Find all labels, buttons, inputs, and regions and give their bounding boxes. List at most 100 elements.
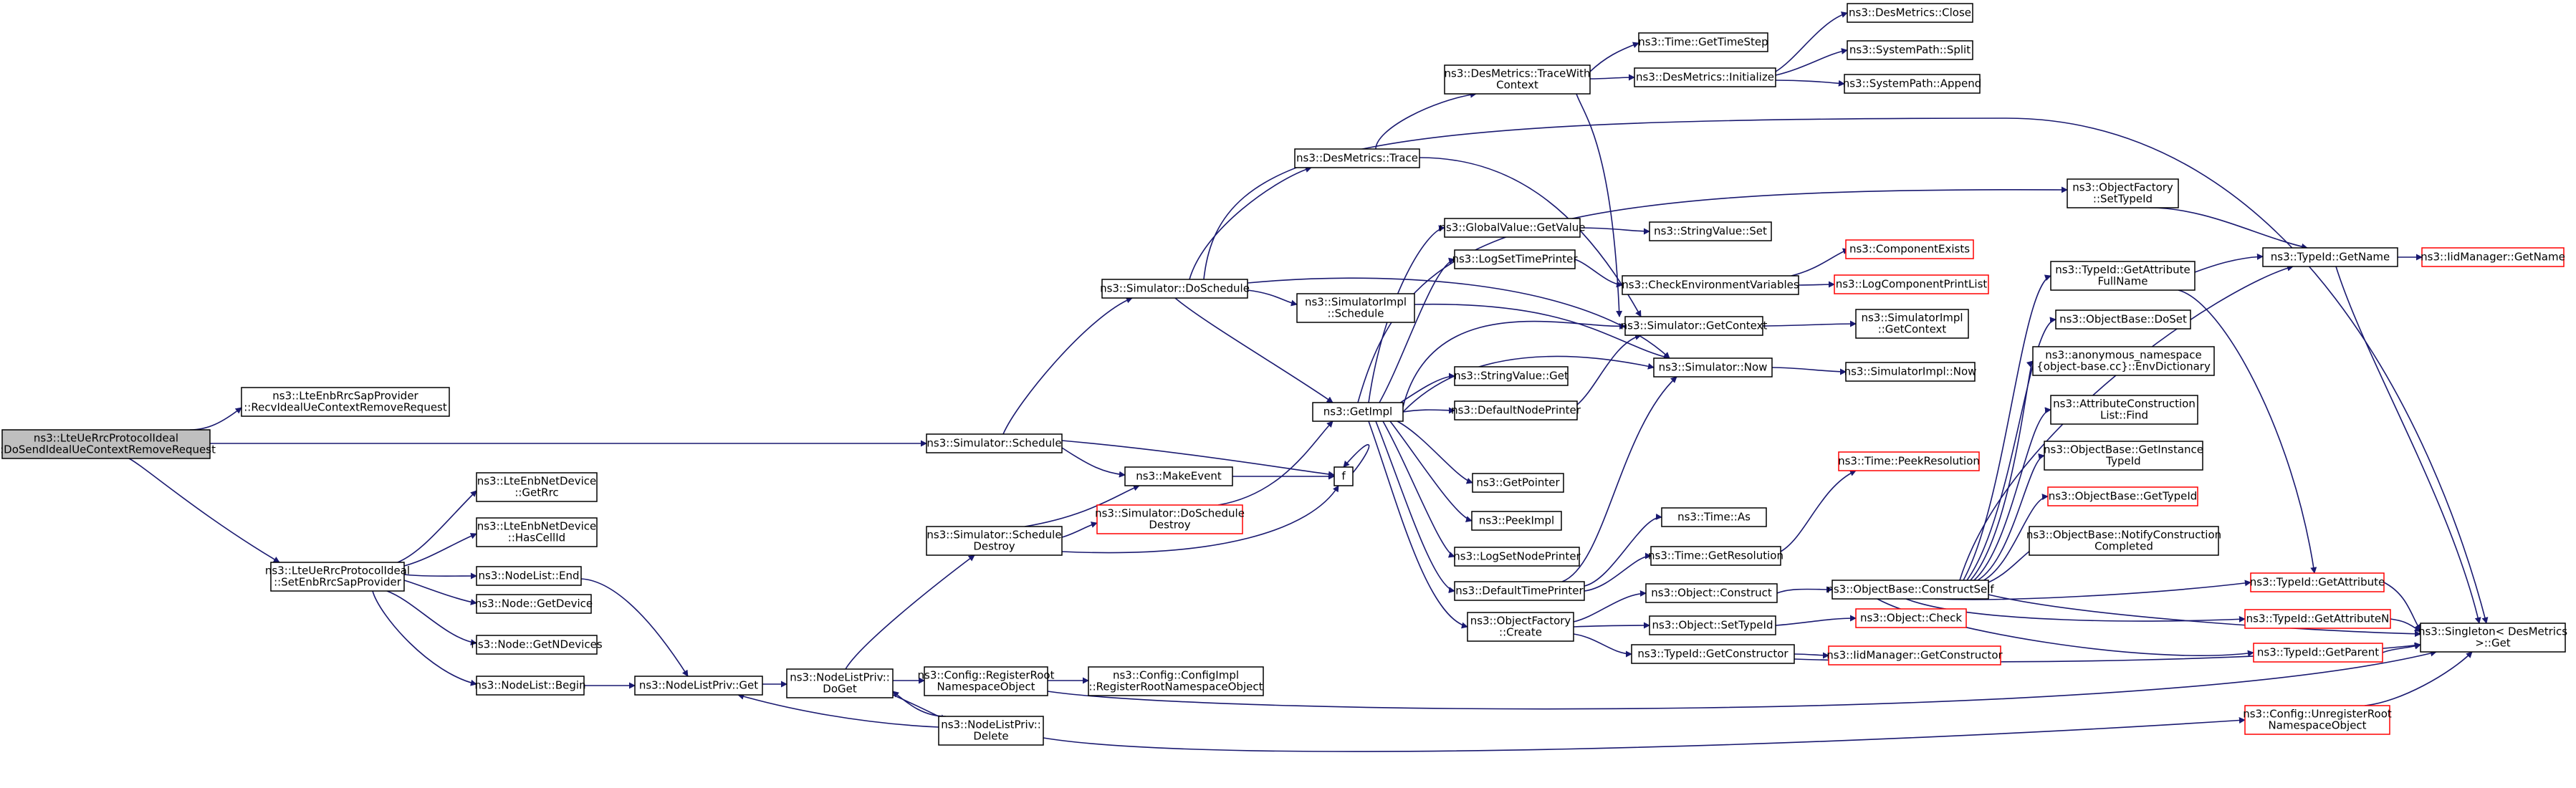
node-nlpdoget[interactable]: ns3::NodeListPriv::DoGet [786, 668, 894, 698]
node-label: TypeId [2105, 455, 2140, 468]
node-box [1834, 274, 1989, 294]
node-simimplgetctx[interactable]: ns3::SimulatorImpl::GetContext [1855, 309, 1969, 339]
node-label: ns3::GlobalValue::GetValue [1439, 221, 1585, 234]
node-strvalset[interactable]: ns3::StringValue::Set [1649, 221, 1772, 241]
node-label: ns3::Node::GetNDevices [471, 638, 602, 651]
edge-getimpl-to-peekimpl [1389, 421, 1473, 523]
node-timepeekres[interactable]: ns3::Time::PeekResolution [1838, 451, 1980, 471]
node-recv[interactable]: ns3::LteEnbRrcSapProvider::RecvIdealUeCo… [241, 387, 450, 417]
node-deftimepr[interactable]: ns3::DefaultTimePrinter [1454, 581, 1585, 601]
node-label: ns3::SystemPath::Append [1843, 77, 1982, 90]
node-label: ns3::ObjectBase::GetInstance [2044, 443, 2203, 456]
node-objfsettid[interactable]: ns3::ObjectFactory::SetTypeId [2067, 178, 2179, 208]
node-simimplnow[interactable]: ns3::SimulatorImpl::Now [1844, 362, 1977, 382]
node-getptr[interactable]: ns3::GetPointer [1472, 473, 1564, 493]
edge-tidgetafn-to-tidgetname [2194, 253, 2264, 273]
node-simdosched[interactable]: ns3::Simulator::DoSchedule [1100, 279, 1250, 299]
node-label: Completed [2094, 540, 2153, 553]
node-objbnotify[interactable]: ns3::ObjectBase::NotifyConstructionCompl… [2026, 526, 2221, 556]
node-logsetnp[interactable]: ns3::LogSetNodePrinter [1453, 547, 1581, 567]
node-nlpget[interactable]: ns3::NodeListPriv::Get [634, 676, 763, 696]
node-label: ::RecvIdealUeContextRemoveRequest [244, 401, 447, 414]
node-objbcs[interactable]: ns3::ObjectBase::ConstructSelf [1826, 580, 1994, 600]
node-label: ns3::StringValue::Set [1654, 225, 1767, 238]
node-objbdoset[interactable]: ns3::ObjectBase::DoSet [2055, 309, 2191, 330]
node-cfgreg[interactable]: ns3::Config::RegisterRootNamespaceObject [918, 666, 1055, 696]
node-tidgetname[interactable]: ns3::TypeId::GetName [2262, 247, 2398, 267]
node-cfgunreg[interactable]: ns3::Config::UnregisterRootNamespaceObje… [2243, 705, 2392, 735]
node-peekimpl[interactable]: ns3::PeekImpl [1471, 511, 1562, 531]
node-objcheck[interactable]: ns3::Object::Check [1855, 608, 1967, 628]
node-tidgetctor[interactable]: ns3::TypeId::GetConstructor [1631, 644, 1795, 664]
node-compexists[interactable]: ns3::ComponentExists [1845, 239, 1974, 259]
edge-seteps-to-hascell [403, 533, 477, 567]
node-iidgetctor[interactable]: ns3::IidManager::GetConstructor [1826, 645, 2003, 666]
node-label: >::Get [2475, 637, 2511, 650]
node-tidgetparent[interactable]: ns3::TypeId::GetParent [2253, 643, 2383, 663]
node-desmtrace[interactable]: ns3::DesMetrics::Trace [1294, 148, 1420, 168]
edge-seteps-to-nlend [403, 572, 477, 580]
node-getimpl[interactable]: ns3::GetImpl [1312, 402, 1404, 422]
node-label: ns3::NodeListPriv::Get [639, 679, 758, 692]
node-iidgetname[interactable]: ns3::IidManager::GetName [2421, 247, 2565, 267]
node-tidgetattrn[interactable]: ns3::TypeId::GetAttributeN [2244, 609, 2391, 629]
node-nlend[interactable]: ns3::NodeList::End [476, 566, 582, 586]
node-objconstruct[interactable]: ns3::Object::Construct [1645, 583, 1778, 603]
node-seteps[interactable]: ns3::LteUeRrcProtocolIdeal::SetEnbRrcSap… [265, 562, 410, 592]
node-syspsplit[interactable]: ns3::SystemPath::Split [1847, 40, 1973, 60]
node-tidgetattr[interactable]: ns3::TypeId::GetAttribute [2250, 572, 2385, 592]
node-label: ns3::GetImpl [1323, 405, 1392, 418]
node-simgetctx[interactable]: ns3::Simulator::GetContext [1621, 316, 1768, 336]
node-objbgettid[interactable]: ns3::ObjectBase::GetTypeId [2047, 486, 2198, 506]
node-logsettp[interactable]: ns3::LogSetTimePrinter [1452, 249, 1578, 269]
node-simimplsched[interactable]: ns3::SimulatorImpl::Schedule [1296, 293, 1415, 323]
node-simsched[interactable]: ns3::Simulator::Schedule [926, 433, 1063, 453]
node-cfgimplreg[interactable]: ns3::Config::ConfigImpl::RegisterRootNam… [1088, 666, 1264, 696]
node-simnow[interactable]: ns3::Simulator::Now [1653, 357, 1773, 378]
node-getdev[interactable]: ns3::Node::GetDevice [475, 594, 593, 614]
node-nlbegin[interactable]: ns3::NodeList::Begin [474, 676, 586, 696]
edge-root-to-recv [189, 407, 242, 431]
node-timeas[interactable]: ns3::Time::As [1661, 507, 1767, 527]
node-box [1845, 362, 1976, 382]
node-syspappend[interactable]: ns3::SystemPath::Append [1843, 74, 1982, 94]
node-desminit[interactable]: ns3::DesMetrics::Initialize [1634, 67, 1776, 87]
node-box [1, 429, 211, 459]
node-objsettid[interactable]: ns3::Object::SetTypeId [1649, 615, 1776, 635]
node-box [1467, 612, 1574, 642]
node-box [1645, 583, 1778, 603]
node-anonenvdict[interactable]: ns3::anonymous_namespace{object-base.cc}… [2032, 346, 2215, 376]
node-label: ::DoSendIdealUeContextRemoveRequest [0, 443, 216, 456]
node-timegetts[interactable]: ns3::Time::GetTimeStep [1638, 32, 1768, 52]
node-desmclose[interactable]: ns3::DesMetrics::Close [1847, 3, 1973, 23]
node-box [2250, 572, 2385, 592]
node-logcomppl[interactable]: ns3::LogComponentPrintList [1834, 274, 1989, 294]
node-label: ns3::ObjectBase::ConstructSelf [1826, 583, 1994, 596]
node-timegetres[interactable]: ns3::Time::GetResolution [1648, 546, 1783, 566]
edge-objconstruct-to-objbcs [1776, 586, 1833, 594]
node-checkenv[interactable]: ns3::CheckEnvironmentVariables [1622, 275, 1799, 295]
node-label: ns3::LteUeRrcProtocolIdeal [265, 564, 410, 577]
node-f[interactable]: f [1334, 466, 1354, 486]
node-getrrc[interactable]: ns3::LteEnbNetDevice::GetRrc [476, 472, 598, 502]
node-strvalget[interactable]: ns3::StringValue::Get [1454, 366, 1569, 386]
node-label: ns3::NodeList::End [479, 570, 580, 582]
node-label: ::Create [1499, 626, 1542, 639]
node-gvgetval[interactable]: ns3::GlobalValue::GetValue [1439, 218, 1586, 238]
node-root[interactable]: ns3::LteUeRrcProtocolIdeal::DoSendIdealU… [0, 429, 216, 459]
node-singget[interactable]: ns3::Singleton< DesMetrics>::Get [2418, 623, 2567, 653]
node-defnodepr[interactable]: ns3::DefaultNodePrinter [1451, 400, 1581, 421]
node-label: NamespaceObject [2268, 719, 2366, 732]
edge-cfgreg-to-singget [1047, 650, 2437, 710]
node-hascell[interactable]: ns3::LteEnbNetDevice::HasCellId [476, 517, 598, 547]
node-nlpdel[interactable]: ns3::NodeListPriv::Delete [938, 716, 1044, 746]
node-objfcreate[interactable]: ns3::ObjectFactory::Create [1467, 612, 1574, 642]
node-getndev[interactable]: ns3::Node::GetNDevices [471, 635, 603, 655]
node-makeevent[interactable]: ns3::MakeEvent [1124, 466, 1233, 486]
